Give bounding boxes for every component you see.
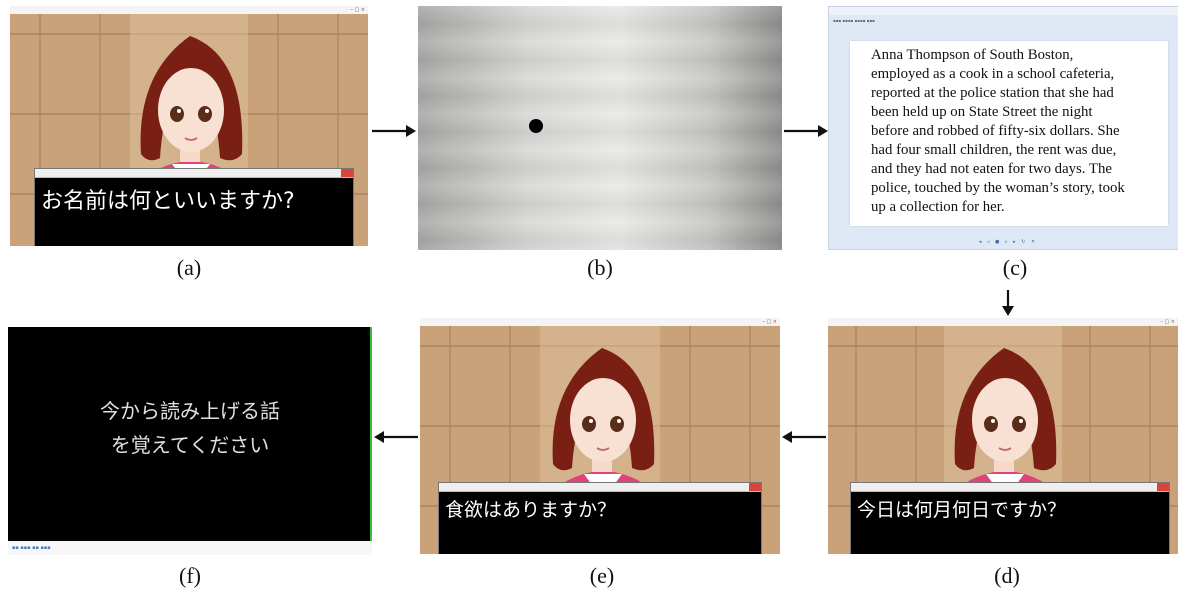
caption-e: (e) (589, 563, 615, 588)
story-page: Anna Thompson of South Boston, employed … (850, 41, 1168, 226)
window-controls[interactable]: – □ × (762, 319, 777, 325)
panel-d-agent-question: – □ × 今日は何月何日ですか？ (828, 318, 1178, 554)
fixation-dot (529, 119, 543, 133)
story-line: had four small children, the rent was du… (871, 142, 1117, 158)
panel-f-instruction: 今から読み上げる話 を覚えてください ▪▪ ▪▪▪ ▪▪ ▪▪▪ (8, 327, 372, 555)
window-controls[interactable]: – □ × (1160, 319, 1175, 325)
caption-d: (d) (994, 563, 1020, 588)
caption-b: (b) (587, 255, 613, 280)
instruction-line-2: を覚えてください (110, 433, 270, 457)
question-dialog: お名前は何といいますか? (34, 168, 354, 246)
panel-e-agent-question: – □ × 食欲はありますか？ (420, 318, 780, 554)
caption-c: (c) (1002, 255, 1028, 280)
dialog-titlebar (851, 483, 1169, 492)
close-icon[interactable] (1157, 483, 1169, 491)
question-dialog: 今日は何月何日ですか？ (850, 482, 1170, 554)
story-line: before and robbed of fifty-six dollars. … (871, 123, 1120, 139)
viewer-titlebar (829, 7, 1178, 15)
panel-a-agent-question: – □ × お名前は何といいますか? (10, 6, 368, 246)
agent-question-text: お名前は何といいますか? (41, 189, 295, 214)
caption-f: (f) (179, 563, 201, 588)
arrow-down-icon (1002, 290, 1014, 316)
story-line: Anna Thompson of South Boston, (871, 47, 1074, 63)
story-line: up a collection for her. (871, 199, 1005, 215)
question-dialog: 食欲はありますか？ (438, 482, 762, 554)
close-icon[interactable] (749, 483, 761, 491)
story-line: reported at the police station that she … (871, 85, 1114, 101)
arrow-right-icon (372, 125, 416, 137)
arrow-right-icon (784, 125, 828, 137)
dialog-titlebar (35, 169, 353, 178)
panel-b-fixation (418, 6, 782, 250)
window-controls[interactable]: – □ × (350, 7, 365, 13)
window-edge (370, 327, 372, 541)
panel-c-story-viewer: ▪▪▪ ▪▪▪▪ ▪▪▪▪ ▪▪▪ Anna Thompson of South… (828, 6, 1178, 250)
dialog-titlebar (439, 483, 761, 492)
viewer-menu-bar[interactable]: ▪▪▪ ▪▪▪▪ ▪▪▪▪ ▪▪▪ (833, 18, 875, 23)
playback-controls[interactable]: ◂ ◃ ● ▹ ▸ ↻ ✕ (978, 239, 1038, 245)
close-icon[interactable] (341, 169, 353, 177)
story-line: and they had not eaten for two days. The (871, 161, 1112, 177)
agent-question-text: 今日は何月何日ですか？ (857, 499, 1067, 521)
caption-a: (a) (176, 255, 202, 280)
story-line: employed as a cook in a school cafeteria… (871, 66, 1115, 82)
arrow-left-icon (782, 431, 826, 443)
story-line: police, touched by the woman’s story, to… (871, 180, 1125, 196)
story-line: been held up on State Street the night (871, 104, 1093, 120)
instruction-line-1: 今から読み上げる話 (100, 399, 280, 423)
taskbar[interactable]: ▪▪ ▪▪▪ ▪▪ ▪▪▪ (8, 541, 372, 555)
agent-question-text: 食欲はありますか？ (445, 499, 617, 521)
arrow-left-icon (374, 431, 418, 443)
story-text: Anna Thompson of South Boston, employed … (871, 46, 1161, 217)
